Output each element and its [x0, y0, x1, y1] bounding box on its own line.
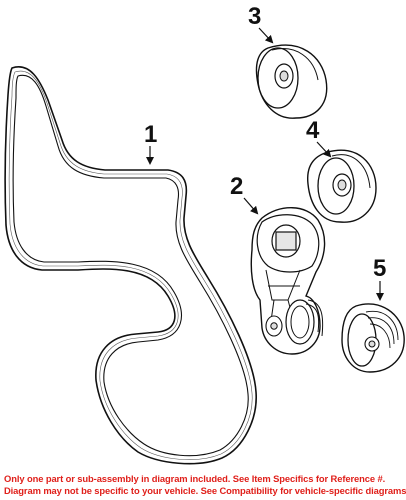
callout-label: 3: [248, 3, 261, 30]
disclaimer-footer: Only one part or sub-assembly in diagram…: [0, 470, 406, 500]
callout-label: 2: [230, 173, 243, 200]
callout-2: 2: [230, 173, 259, 215]
callout-label: 1: [144, 121, 157, 148]
callout-label: 4: [306, 117, 320, 144]
belt-tensioner-assembly: [250, 207, 326, 355]
grooved-pulley: [341, 303, 405, 373]
disclaimer-line-1: Only one part or sub-assembly in diagram…: [4, 473, 386, 484]
disclaimer-line-2: Diagram may not be specific to your vehi…: [4, 485, 406, 496]
callout-3: 3: [248, 3, 274, 44]
parts-diagram: 1 2 3 4 5: [4, 3, 405, 465]
idler-pulley-upper: [255, 44, 328, 119]
callout-label: 5: [373, 255, 386, 282]
serpentine-belt: [4, 66, 257, 465]
callout-5: 5: [373, 255, 386, 301]
idler-pulley-lower: [307, 149, 377, 223]
callout-1: 1: [144, 121, 157, 165]
callout-4: 4: [306, 117, 332, 158]
